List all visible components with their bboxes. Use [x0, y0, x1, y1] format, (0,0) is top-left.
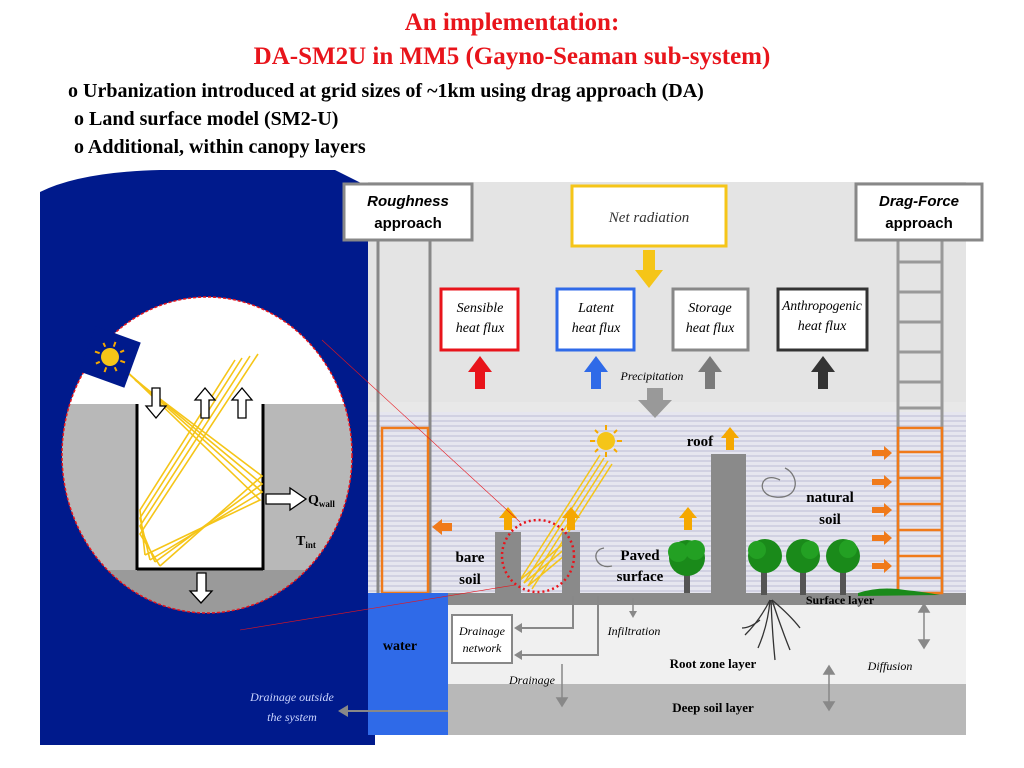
water-label: water — [383, 639, 417, 654]
latent-flux-label-1: Latent — [577, 301, 615, 316]
precipitation-arrow-icon — [638, 388, 672, 418]
swirl-arrow-icon — [761, 467, 796, 498]
drainage-label: Drainage — [508, 673, 556, 687]
drainage-outside-arrow-icon — [338, 705, 448, 717]
drainage-outside-label-1: Drainage outside — [249, 690, 334, 704]
deep-soil-band — [448, 684, 966, 735]
anthropogenic-flux-box — [776, 287, 869, 352]
swirl-arrow-icon-2 — [595, 547, 613, 568]
building-middle — [562, 532, 580, 594]
latent-flux-box — [555, 287, 636, 352]
inset-bottom-arrow-icon — [188, 572, 214, 604]
drainage-flow-lines — [518, 596, 599, 656]
drag-force-orange-ladder — [896, 426, 944, 595]
drag-force-label-1: Drag-Force — [879, 193, 959, 210]
anthropogenic-arrow-icon — [811, 356, 835, 389]
anthropogenic-flux-label-1: Anthropogenic — [781, 298, 862, 313]
latent-flux-label-2: heat flux — [572, 321, 621, 336]
inset-sun-icon — [79, 326, 141, 388]
drag-force-approach-box — [854, 182, 984, 242]
inset-right-arrow-icon — [265, 486, 308, 512]
root-zone-layer-label: Root zone layer — [670, 656, 757, 671]
paved-surface-label-2: surface — [617, 569, 664, 585]
sensible-arrow-icon — [468, 356, 492, 389]
drainage-network-box — [451, 614, 513, 664]
bullet-1: o Urbanization introduced at grid sizes … — [68, 80, 704, 102]
roof-orange-arrows — [499, 427, 739, 530]
canopy-stripes — [368, 412, 966, 597]
roots-icon — [741, 599, 801, 661]
t-int-label: Tint — [296, 534, 316, 550]
storage-flux-box — [671, 287, 750, 352]
vegetation-strip — [858, 588, 940, 596]
building-tall — [711, 454, 746, 594]
title-line-1: An implementation: — [404, 9, 620, 36]
sensible-flux-label-1: Sensible — [457, 301, 504, 316]
roughness-label-2: approach — [374, 215, 442, 232]
bullet-3: o Additional, within canopy layers — [74, 136, 366, 158]
roof-label: roof — [687, 434, 714, 450]
drainage-network-label-2: network — [463, 641, 502, 655]
water-column — [368, 593, 448, 735]
tree-icon — [668, 540, 705, 593]
roughness-orange-arrow — [432, 519, 452, 535]
canyon-highlight-circle — [500, 518, 576, 594]
diffusion-arrow-icon — [917, 602, 931, 650]
net-radiation-box — [570, 184, 728, 248]
precipitation-label: Precipitation — [620, 369, 684, 383]
sensible-flux-box — [439, 287, 520, 352]
bullet-2: o Land surface model (SM2-U) — [74, 108, 339, 130]
building-left — [495, 532, 521, 594]
inset-down-arrow-icon — [144, 387, 168, 420]
diffusion-arrow-icon-2 — [822, 664, 836, 712]
sun-icon — [590, 425, 622, 457]
deep-soil-layer-label: Deep soil layer — [672, 700, 754, 715]
root-zone-band — [448, 605, 966, 685]
storage-flux-label-1: Storage — [688, 301, 732, 316]
drainage-arrow-icon — [555, 664, 569, 708]
bare-soil-label-1: bare — [456, 550, 485, 566]
tree-icon — [786, 539, 820, 595]
diffusion-label: Diffusion — [867, 659, 913, 673]
net-radiation-arrow — [635, 250, 663, 288]
drag-force-label-2: approach — [885, 215, 953, 232]
surface-layer-label: Surface layer — [806, 593, 875, 607]
natural-soil-label-1: natural — [806, 490, 854, 506]
paved-surface-label-1: Paved — [620, 548, 660, 564]
surface-strip — [448, 593, 966, 605]
roughness-label-1: Roughness — [367, 193, 449, 210]
tree-icon — [826, 539, 860, 595]
drainage-outside-label-2: the system — [267, 710, 317, 724]
latent-arrow-icon — [584, 356, 608, 389]
drainage-network-label-1: Drainage — [458, 624, 506, 638]
q-wall-label: Qwall — [308, 493, 335, 509]
storage-flux-label-2: heat flux — [686, 321, 735, 336]
inset-up-arrow-icon — [193, 386, 217, 419]
anthropogenic-flux-label-2: heat flux — [798, 319, 847, 334]
sensible-flux-label-2: heat flux — [456, 321, 505, 336]
inset-up-arrow-icon-2 — [230, 386, 254, 419]
roughness-approach-box — [342, 182, 474, 242]
tree-icon — [748, 539, 782, 595]
bare-soil-label-2: soil — [459, 572, 481, 588]
storage-arrow-icon — [698, 356, 722, 389]
net-radiation-label: Net radiation — [608, 210, 689, 226]
drag-force-orange-arrows — [872, 446, 892, 573]
infiltration-label: Infiltration — [607, 624, 661, 638]
natural-soil-label-2: soil — [819, 512, 841, 528]
title-line-2: DA-SM2U in MM5 (Gayno-Seaman sub-system) — [253, 43, 771, 70]
